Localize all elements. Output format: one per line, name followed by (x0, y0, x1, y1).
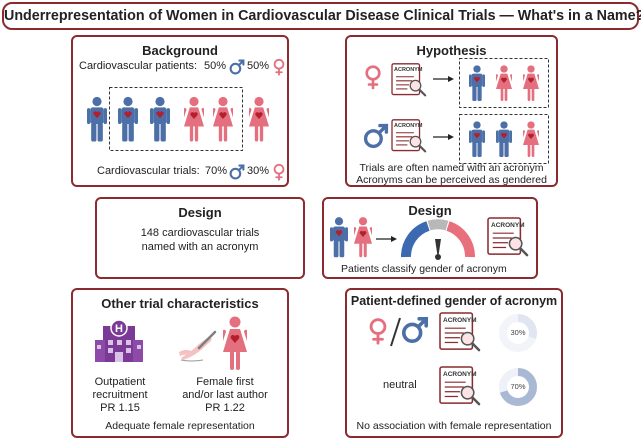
hypothesis-panel: Hypothesis ACRONYM ACRONYM Trials are of… (345, 35, 558, 187)
patients-label: Cardiovascular patients: (79, 60, 198, 72)
design-line-1: 148 cardiovascular trials (140, 227, 260, 239)
woman-figure-icon (249, 96, 269, 142)
arrow-right-icon (433, 76, 454, 82)
outpatient-pr: PR 1.15 (100, 402, 140, 414)
svg-text:H: H (115, 323, 123, 335)
woman-figure-icon (354, 217, 372, 258)
woman-figure-icon (496, 65, 512, 101)
dashed-selection-box (459, 58, 549, 108)
female-symbol-icon (273, 163, 285, 181)
outpatient-line-2: recruitment (92, 389, 148, 401)
outpatient-line-1: Outpatient (94, 376, 146, 388)
design-line-2: named with an acronym (141, 241, 259, 253)
gendered-donut-chart (499, 314, 537, 352)
design-classify-panel: Design ACRONYM Patients classify gender … (322, 197, 538, 279)
other-footer: Adequate female representation (105, 420, 255, 432)
design-trials-panel: Design 148 cardiovascular trials named w… (95, 197, 305, 279)
hospital-icon: H (95, 319, 143, 362)
patient-defined-footer: No association with female representatio… (356, 420, 552, 432)
trials-label: Cardiovascular trials: (97, 165, 200, 177)
author-pr: PR 1.22 (205, 402, 245, 414)
author-line-2: and/or last author (182, 389, 268, 401)
patient-defined-panel: Patient-defined gender of acronym ACRONY… (345, 288, 563, 438)
design-heading: Design (178, 205, 222, 220)
other-heading: Other trial characteristics (101, 296, 259, 311)
man-figure-icon (469, 121, 485, 157)
woman-figure-icon (184, 96, 204, 142)
man-figure-icon (496, 121, 512, 157)
gendered-donut-slice (499, 314, 537, 352)
patients-female-pct: 50% (247, 60, 270, 72)
woman-figure-icon (223, 316, 247, 370)
man-figure-icon (118, 96, 138, 142)
acronym-label: ACRONYM (491, 222, 525, 229)
neutral-donut-slice (499, 368, 537, 406)
dashed-selection-box (109, 87, 243, 151)
acronym-label: ACRONYM (443, 317, 477, 324)
neutral-label: neutral (383, 379, 417, 391)
male-symbol-icon (363, 123, 389, 149)
woman-figure-icon (523, 65, 539, 101)
slash-divider (390, 317, 401, 347)
trials-male-pct: 70% (205, 165, 228, 177)
neutral-pct: 70% (510, 382, 526, 391)
arrow-right-icon (376, 236, 397, 242)
other-characteristics-panel: Other trial characteristics H Outpatient… (71, 288, 289, 438)
man-figure-icon (330, 217, 348, 258)
man-figure-icon (87, 96, 107, 142)
man-figure-icon (469, 65, 485, 101)
background-panel: Background Cardiovascular patients: 50% … (71, 35, 289, 187)
design-heading: Design (408, 203, 452, 218)
patients-male-pct: 50% (204, 60, 227, 72)
acronym-label: ACRONYM (394, 123, 423, 129)
gendered-pct: 30% (510, 328, 526, 337)
female-symbol-icon (369, 318, 387, 345)
acronym-label: ACRONYM (443, 371, 477, 378)
arrow-right-icon (433, 134, 454, 140)
hypothesis-heading: Hypothesis (416, 43, 487, 58)
author-line-1: Female first (196, 376, 254, 388)
dashed-selection-box (459, 114, 549, 164)
woman-figure-icon (213, 96, 233, 142)
male-symbol-icon (401, 316, 429, 344)
design-caption: Patients classify gender of acronym (341, 263, 507, 275)
woman-figure-icon (523, 121, 539, 157)
gauge-icon (401, 219, 475, 260)
hypothesis-line-1: Trials are often named with an acronym (359, 162, 544, 174)
neutral-donut-chart (499, 368, 537, 406)
man-figure-icon (150, 96, 170, 142)
male-symbol-icon (229, 164, 245, 180)
patient-defined-heading: Patient-defined gender of acronym (350, 294, 558, 308)
hypothesis-line-2: Acronyms can be perceived as gendered (356, 174, 547, 186)
writing-hand-icon (179, 330, 217, 362)
page-title: Underrepresentation of Women in Cardiova… (4, 8, 641, 24)
male-symbol-icon (229, 59, 245, 75)
title-banner: Underrepresentation of Women in Cardiova… (2, 2, 641, 30)
trials-female-pct: 30% (247, 165, 270, 177)
background-heading: Background (142, 43, 218, 58)
female-symbol-icon (273, 58, 285, 76)
female-symbol-icon (365, 65, 381, 90)
acronym-label: ACRONYM (394, 67, 423, 73)
